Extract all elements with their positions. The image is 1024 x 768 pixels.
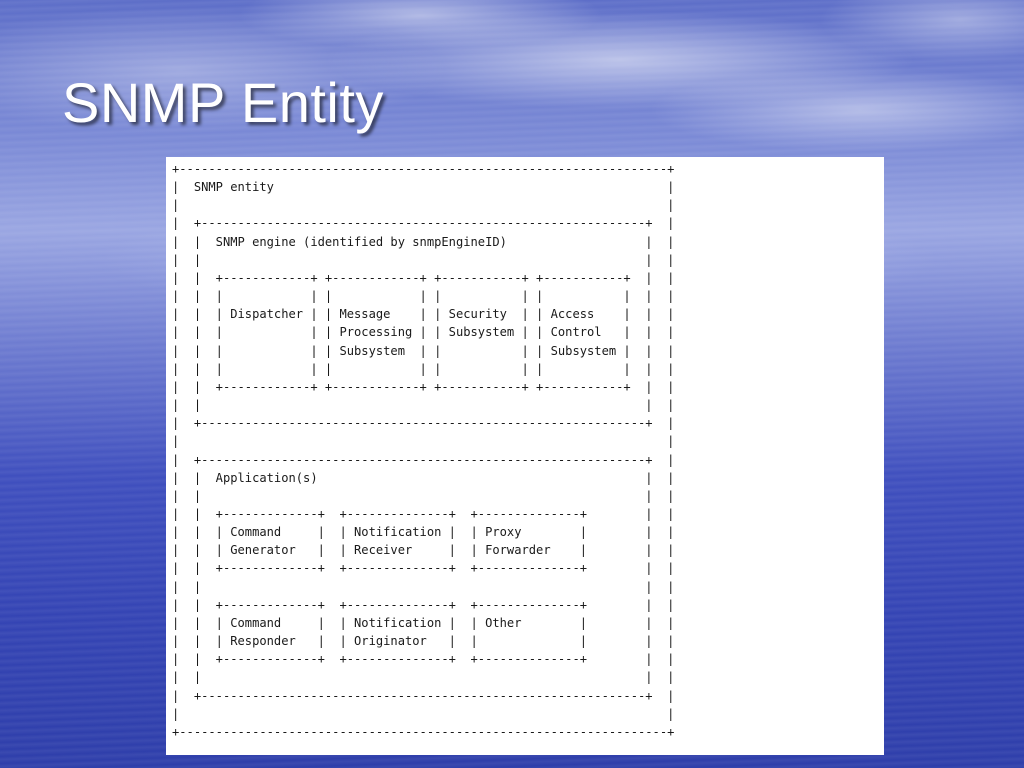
- diagram-panel: +---------------------------------------…: [166, 157, 884, 755]
- slide-title: SNMP Entity: [62, 71, 384, 134]
- snmp-entity-ascii-diagram: +---------------------------------------…: [172, 162, 675, 739]
